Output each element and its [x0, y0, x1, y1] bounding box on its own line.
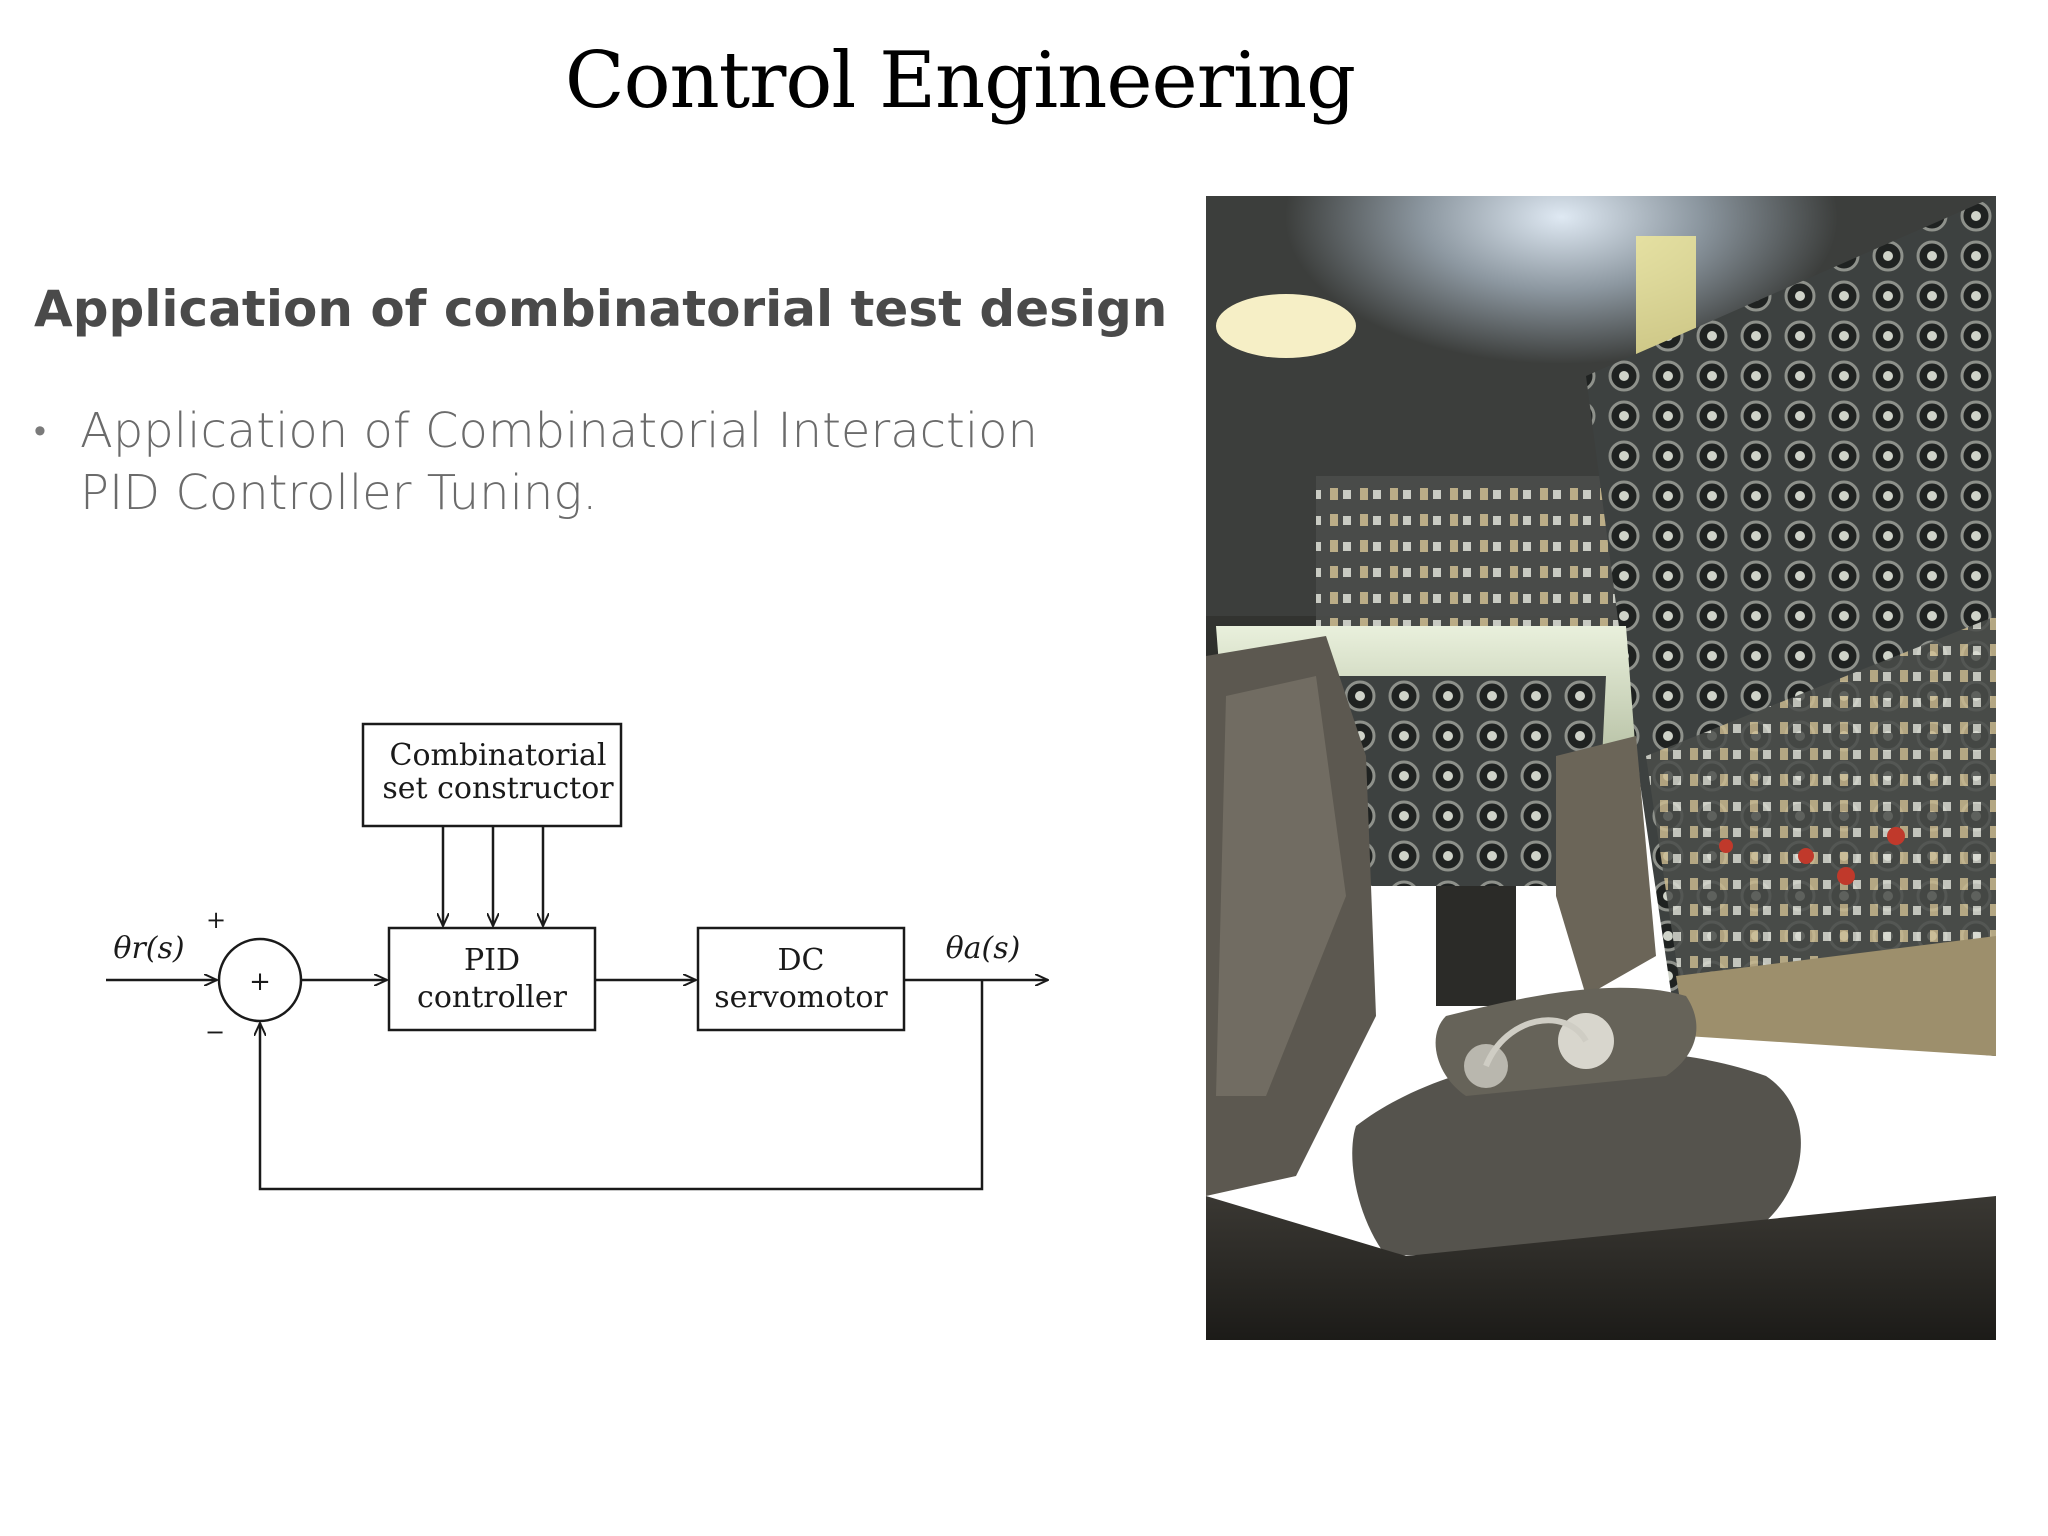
dc-label-line2: servomotor: [714, 980, 888, 1015]
feedback-path: [260, 980, 984, 1191]
input-signal-label: θr(s): [113, 931, 184, 966]
dc-label-line1: DC: [777, 943, 824, 978]
bullet-text: Application of Combinatorial Interaction…: [80, 403, 1038, 521]
bullet-item: • Application of Combinatorial Interacti…: [34, 400, 1114, 524]
slide-subtitle: Application of combinatorial test design: [34, 280, 1168, 338]
cockpit-photo: [1206, 196, 1996, 1340]
pid-block-diagram: Combinatorial set constructor PID contro…: [106, 722, 1070, 1191]
combinatorial-label-line1: Combinatorial: [389, 738, 606, 773]
plus-sign: +: [206, 906, 226, 934]
pid-label-line1: PID: [464, 943, 520, 978]
summing-symbol: +: [249, 967, 271, 997]
output-signal-label: θa(s): [946, 931, 1021, 966]
minus-sign: −: [205, 1018, 225, 1046]
combinatorial-label-line2: set constructor: [382, 771, 614, 806]
bullet-dot-icon: •: [34, 411, 46, 451]
slide-title: Control Engineering: [564, 36, 1356, 126]
pid-label-line2: controller: [417, 980, 568, 1015]
